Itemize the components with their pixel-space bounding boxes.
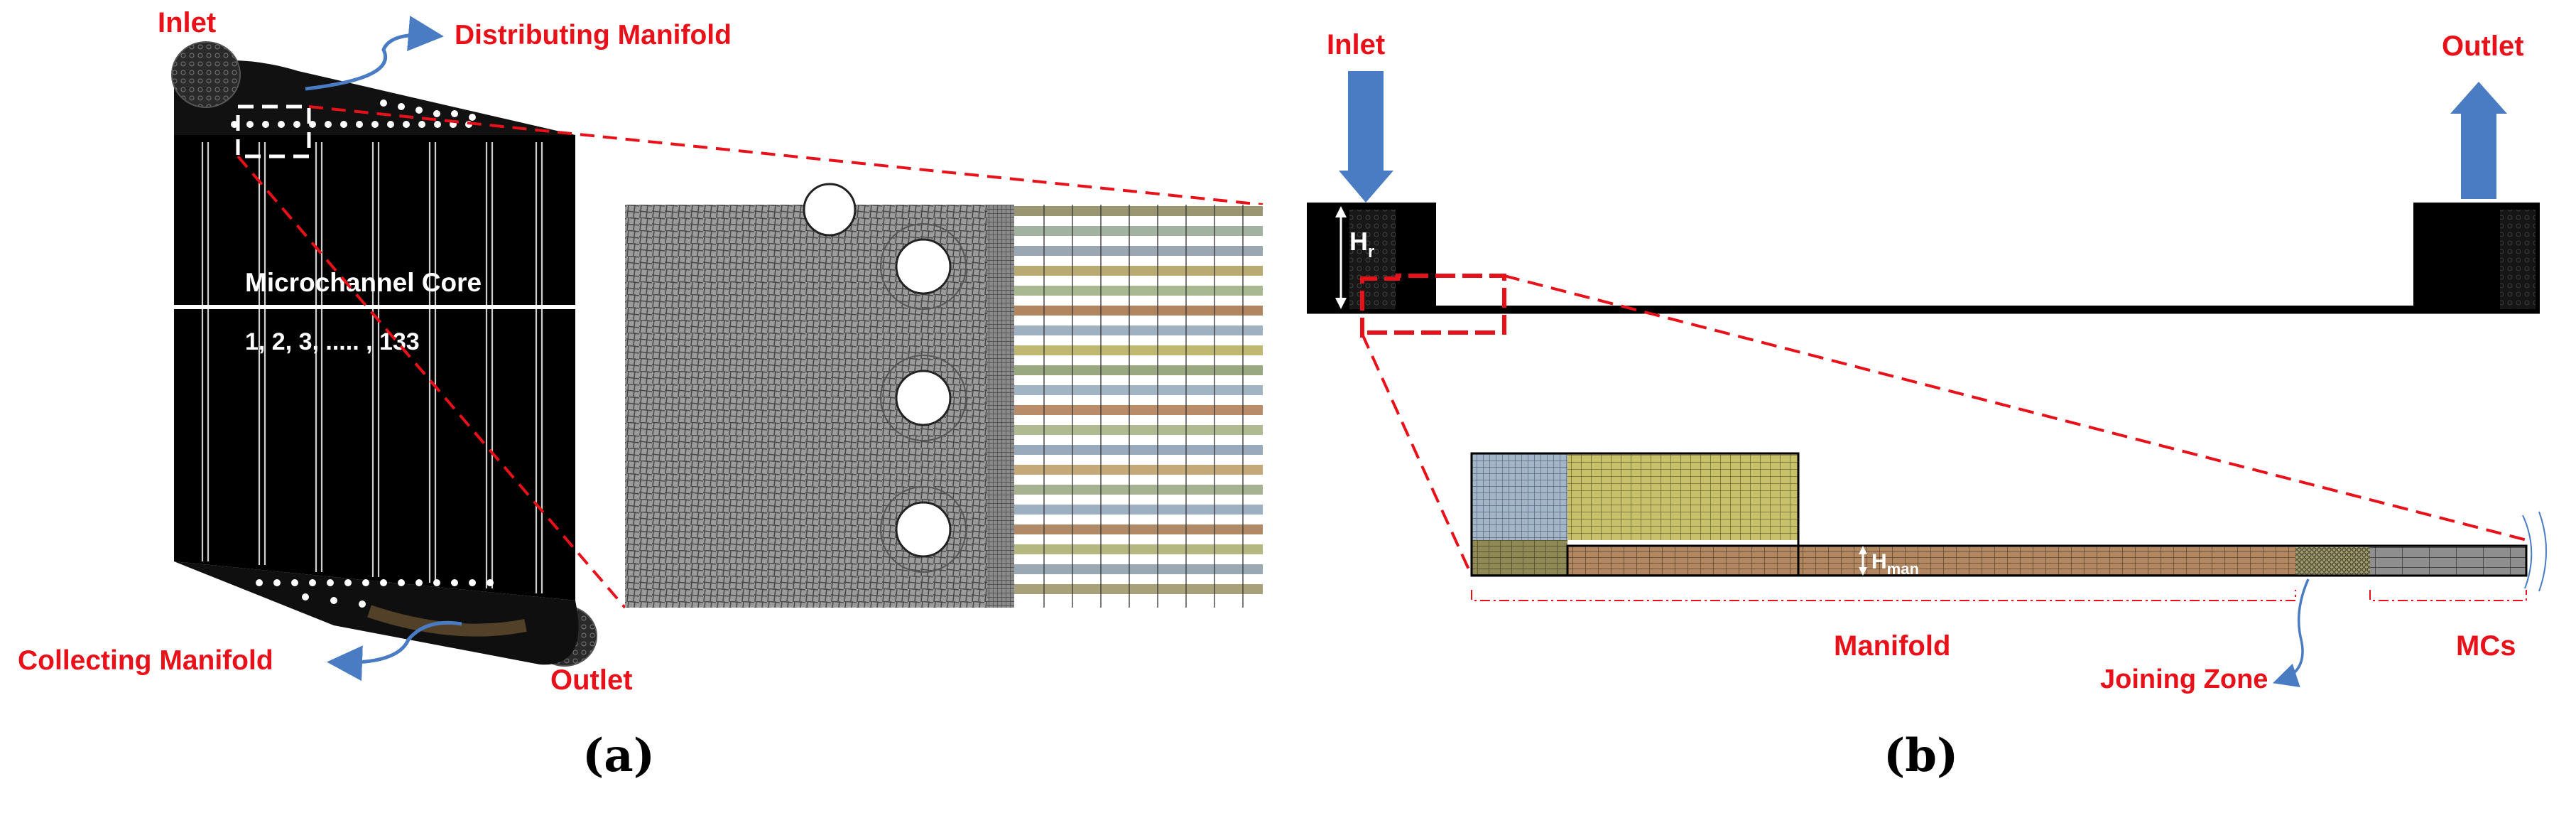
inlet-label-a: Inlet [158, 7, 216, 38]
joining-zone-label: Joining Zone [2100, 664, 2268, 694]
channel-numbers: 1, 2, 3, ..... , 133 [245, 328, 420, 355]
mesh-yellow-block [1567, 453, 1798, 540]
hman-label: Hman [1871, 550, 1919, 578]
mesh-zoom-inset [625, 183, 1263, 608]
mesh-blue-block [1472, 453, 1567, 540]
region-brackets [1471, 590, 2527, 601]
mcs-label: MCs [2456, 630, 2516, 662]
outlet-arrow [2450, 82, 2507, 199]
mesh-microchannels [2370, 546, 2526, 576]
panel-a: Microchannel Core 1, 2, 3, ..... , 133 I… [18, 7, 1263, 782]
hr-dimension [1335, 206, 1347, 309]
collecting-manifold-label: Collecting Manifold [18, 645, 273, 676]
pin-fin-rings [880, 223, 967, 573]
collecting-arrow [327, 620, 462, 682]
core-label: Microchannel Core [245, 268, 482, 297]
caption-a: (a) [582, 729, 655, 782]
pin-fin-holes [803, 183, 952, 558]
mesh-olive-block [1472, 540, 1567, 576]
hr-label: Hr [1349, 227, 1374, 262]
zoom-leader-lines-a [237, 105, 1263, 609]
pin-fins-bottom [256, 579, 494, 608]
distributing-arrow [305, 16, 444, 91]
hman-dimension [1859, 546, 1867, 576]
panel-b: Inlet Outlet Hr [1307, 29, 2547, 782]
microchannel-lines [201, 142, 543, 593]
mesh-manifold [1567, 546, 2295, 576]
inlet-label-b: Inlet [1327, 29, 1385, 60]
inlet-port [171, 41, 241, 108]
caption-b: (b) [1884, 729, 1958, 782]
zoom-region-box [236, 104, 311, 158]
outlet-label-b: Outlet [2442, 31, 2524, 62]
manifold-label: Manifold [1834, 630, 1950, 662]
manifold-strip [1436, 306, 2413, 313]
zoom-region-b [1360, 274, 1506, 338]
mesh-detail-b [1470, 452, 2547, 592]
zoom-leader-lines-b [1361, 274, 2533, 576]
joining-zone-arrow [2273, 578, 2310, 688]
outlet-label-a: Outlet [550, 664, 633, 696]
distributing-manifold-label: Distributing Manifold [455, 20, 732, 50]
inlet-arrow [1339, 71, 1393, 203]
channel-strips [1014, 205, 1263, 608]
heat-exchanger-body [174, 92, 575, 601]
mesh-joining-zone [2295, 546, 2370, 576]
